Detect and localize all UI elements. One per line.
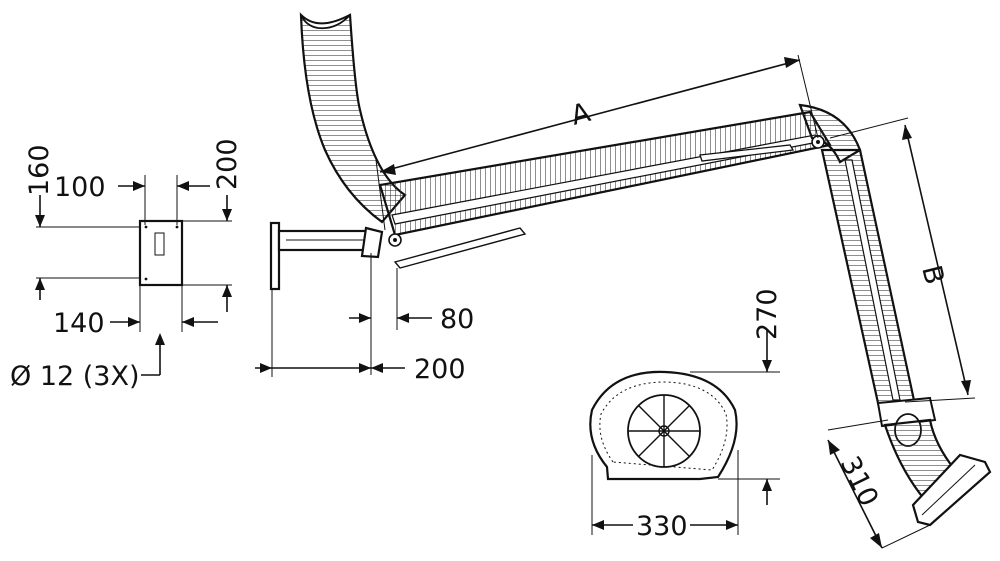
- label-140: 140: [53, 308, 105, 339]
- dimension-b: [829, 117, 976, 403]
- dimension-a: [375, 54, 819, 231]
- label-a: A: [568, 97, 594, 132]
- label-hole: Ø 12 (3X): [10, 361, 140, 392]
- label-270: 270: [752, 288, 783, 340]
- dimension-270: [690, 330, 780, 505]
- label-b: B: [915, 262, 950, 287]
- mount-hole: [144, 277, 148, 281]
- mount-hole: [175, 225, 179, 229]
- label-160: 160: [24, 144, 55, 196]
- hood-front-view: [589, 370, 738, 481]
- dimension-80: [349, 253, 432, 375]
- extraction-arm: [269, 12, 992, 527]
- dimension-310: [827, 419, 931, 549]
- wall-plate-dimension-lines: [35, 175, 232, 376]
- label-200-bottom: 200: [414, 354, 466, 385]
- dimension-200-bottom: [255, 290, 405, 377]
- label-100: 100: [54, 172, 106, 203]
- label-80: 80: [440, 304, 474, 335]
- label-200-top: 200: [212, 138, 243, 190]
- wall-plate: [138, 219, 184, 287]
- label-310: 310: [834, 451, 884, 511]
- dimension-330: [591, 450, 739, 535]
- mount-hole: [144, 225, 148, 229]
- label-330: 330: [636, 511, 688, 542]
